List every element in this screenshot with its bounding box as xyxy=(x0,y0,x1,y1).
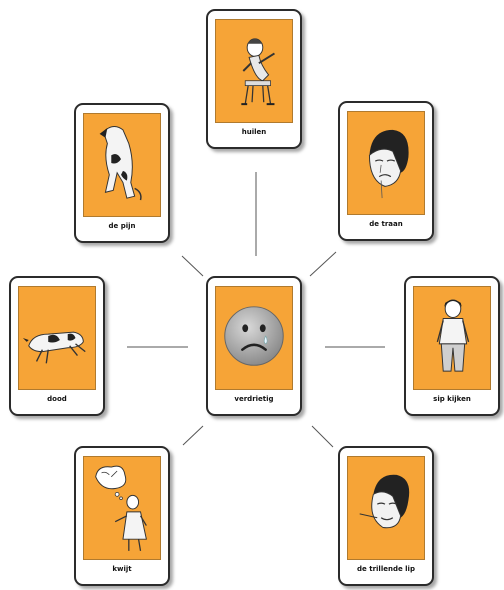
card-label: de trillende lip xyxy=(357,565,415,573)
card-huilen[interactable]: huilen xyxy=(206,9,302,149)
card-label: dood xyxy=(47,395,67,403)
lost-girl-icon xyxy=(83,456,161,560)
center-card-verdrietig[interactable]: verdrietig xyxy=(206,276,302,416)
card-dood[interactable]: dood xyxy=(9,276,105,416)
card-de-trillende-lip[interactable]: de trillende lip xyxy=(338,446,434,586)
card-de-traan[interactable]: de traan xyxy=(338,101,434,241)
trembling-lip-face-icon xyxy=(347,456,425,560)
card-label: sip kijken xyxy=(433,395,471,403)
card-label: de traan xyxy=(369,220,403,228)
card-de-pijn[interactable]: de pijn xyxy=(74,103,170,243)
dead-cow-icon xyxy=(18,286,96,390)
tear-face-icon xyxy=(347,111,425,215)
connector-de-pijn xyxy=(181,255,204,277)
connector-de-traan xyxy=(309,251,337,277)
card-kwijt[interactable]: kwijt xyxy=(74,446,170,586)
hurt-dog-icon xyxy=(83,113,161,217)
sad-face-icon xyxy=(215,286,293,390)
crying-girl-icon xyxy=(215,19,293,123)
connector-de-trillende-lip xyxy=(311,425,334,448)
card-label: huilen xyxy=(241,128,267,136)
card-label: kwijt xyxy=(112,565,132,573)
connector-kwijt xyxy=(182,425,204,446)
card-sip-kijken[interactable]: sip kijken xyxy=(404,276,500,416)
center-card-label: verdrietig xyxy=(234,395,274,403)
sulking-boy-icon xyxy=(413,286,491,390)
card-label: de pijn xyxy=(108,222,136,230)
